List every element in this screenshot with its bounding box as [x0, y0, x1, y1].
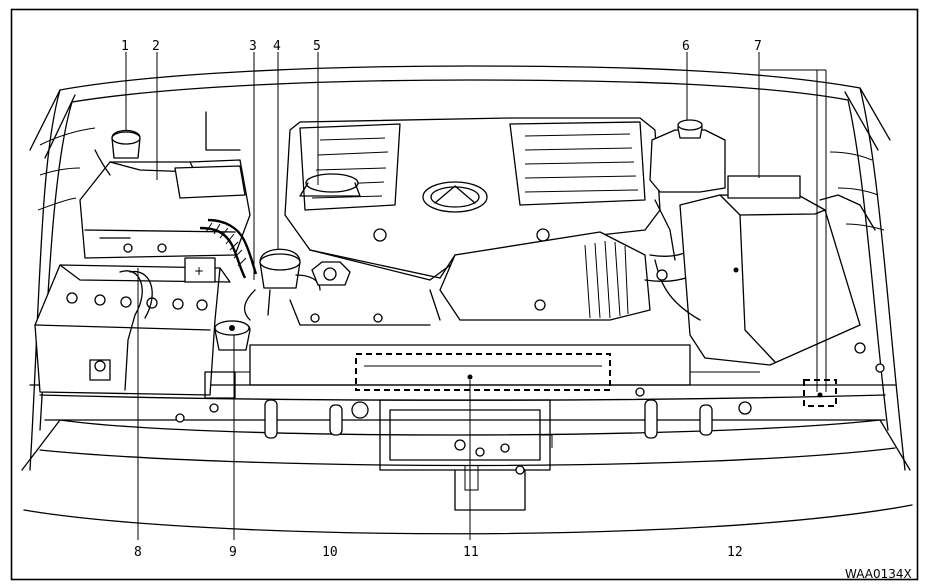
air-intake-duct — [289, 229, 713, 326]
callout-11: 11 — [463, 545, 479, 560]
figure-code: WAA0134X — [845, 567, 912, 581]
callout-5: 5 — [313, 39, 321, 54]
wiring-harness — [199, 218, 258, 279]
callout-7: 7 — [754, 39, 762, 54]
vin-plate-location-box — [355, 353, 611, 391]
callout-12: 12 — [727, 545, 743, 560]
coolant-reservoir — [243, 248, 351, 321]
callout-1: 1 — [121, 39, 129, 54]
leader-lines — [125, 52, 827, 540]
engine-bay-outline — [21, 65, 913, 535]
callout-4: 4 — [273, 39, 281, 54]
figure-border — [10, 8, 919, 581]
fuse-relay-box — [79, 111, 251, 259]
brake-fluid-reservoir — [204, 320, 251, 413]
callout-10: 10 — [322, 545, 338, 560]
air-cleaner-box — [654, 175, 885, 373]
callout-2: 2 — [152, 39, 160, 54]
washer-fluid-reservoir — [649, 119, 726, 261]
callout-6: 6 — [682, 39, 690, 54]
battery-plus-mark: + — [194, 264, 204, 278]
item-12-location-box — [803, 379, 837, 407]
callout-labels: 1 2 3 4 5 6 7 8 9 10 11 12 — [121, 39, 762, 560]
callout-3: 3 — [249, 39, 257, 54]
callout-9: 9 — [229, 545, 237, 560]
callout-8: 8 — [134, 545, 142, 560]
battery: + — [34, 257, 231, 396]
